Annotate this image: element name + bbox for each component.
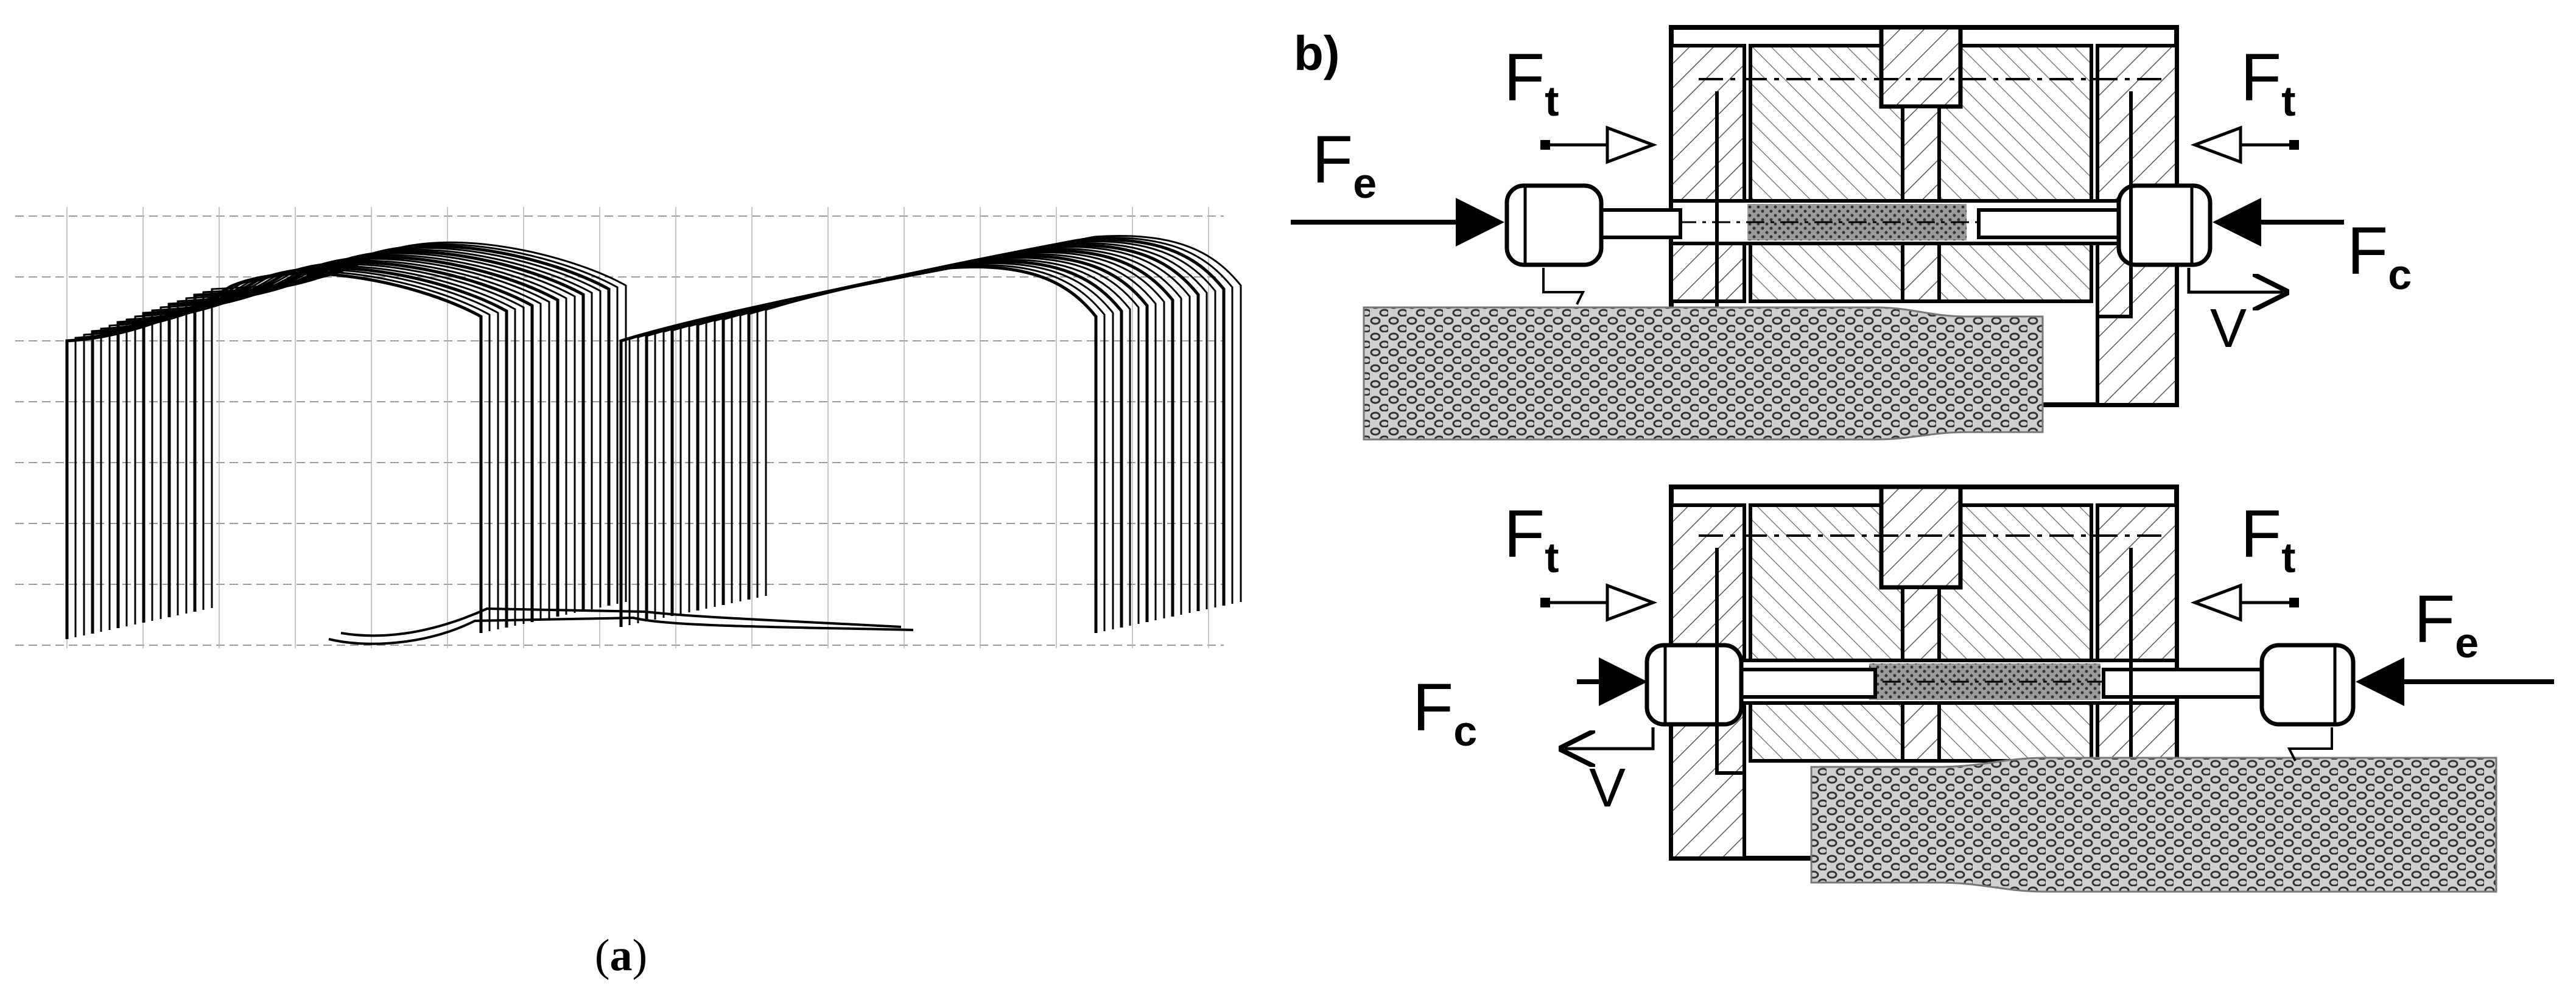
top-velocity-arrow [2187, 268, 2283, 292]
panel-b-label: b) [1294, 26, 1340, 80]
panel-b-die-diagram: b) [1291, 25, 2554, 893]
top-die-left-wall [1669, 44, 1746, 303]
bottom-punch [1879, 485, 1963, 590]
trace-line [167, 243, 1200, 617]
top-right-ram-head [2116, 183, 2213, 267]
top-ft-left-arrow [1606, 125, 1658, 164]
panel-a-trace-plot [15, 207, 1242, 648]
bottom-left-ram-head [1644, 643, 1744, 727]
bottom-ft-right-label: Ft [2241, 497, 2296, 581]
top-punch [1879, 25, 1963, 109]
top-right-rod [1977, 208, 2121, 239]
trace-line [160, 245, 1191, 619]
bottom-die-right-wall [2096, 503, 2178, 763]
bottom-ft-left-label: Ft [1504, 497, 1559, 581]
trace-line [74, 264, 1106, 637]
trace-line [125, 253, 1157, 626]
trace-line [108, 256, 1140, 630]
bottom-assembly: Fc Fe Ft Ft V [1413, 485, 2554, 893]
bottom-billet [1810, 757, 2497, 893]
bottom-fc-label: Fc [1413, 670, 1477, 755]
top-fe-label: Fe [1312, 122, 1377, 207]
top-ft-left-label: Ft [1504, 40, 1559, 125]
trace-line [83, 262, 1114, 635]
bottom-right-ram-head [2259, 643, 2356, 727]
bottom-left-rod [1739, 668, 1877, 699]
trace-line [134, 251, 1165, 624]
top-ft-right-label: Ft [2241, 40, 2296, 125]
trace-line [177, 242, 1208, 615]
top-left-ram-head [1504, 183, 1604, 267]
top-billet [1363, 306, 2044, 441]
trace-envelope [340, 607, 902, 637]
trace-line [116, 254, 1149, 628]
panel-a-caption: (a) [594, 931, 648, 981]
bottom-fe-label: Fe [2414, 582, 2479, 666]
trace-line [100, 258, 1131, 632]
bottom-velocity-arrow [1565, 727, 1655, 749]
top-assembly: Fe Fc Ft Ft V [1291, 25, 2412, 441]
top-velocity-label: V [2210, 298, 2247, 359]
bottom-ft-right-arrow [2190, 583, 2242, 622]
trace-envelope [328, 616, 914, 645]
trace-line [185, 240, 1216, 614]
bottom-right-rod [2102, 668, 2264, 699]
bottom-velocity-label: V [1589, 758, 1626, 819]
trace-line [91, 259, 1123, 634]
trace-line [65, 265, 1098, 639]
trace-line [151, 247, 1182, 621]
top-left-rod [1599, 208, 1682, 239]
trace-line [193, 237, 1226, 612]
trace-line [211, 234, 1242, 608]
top-ft-right-arrow [2190, 125, 2242, 164]
trace-line [202, 236, 1234, 610]
top-fc-label: Fc [2347, 214, 2412, 298]
trace-line [142, 248, 1174, 623]
bottom-ft-left-arrow [1606, 583, 1658, 622]
